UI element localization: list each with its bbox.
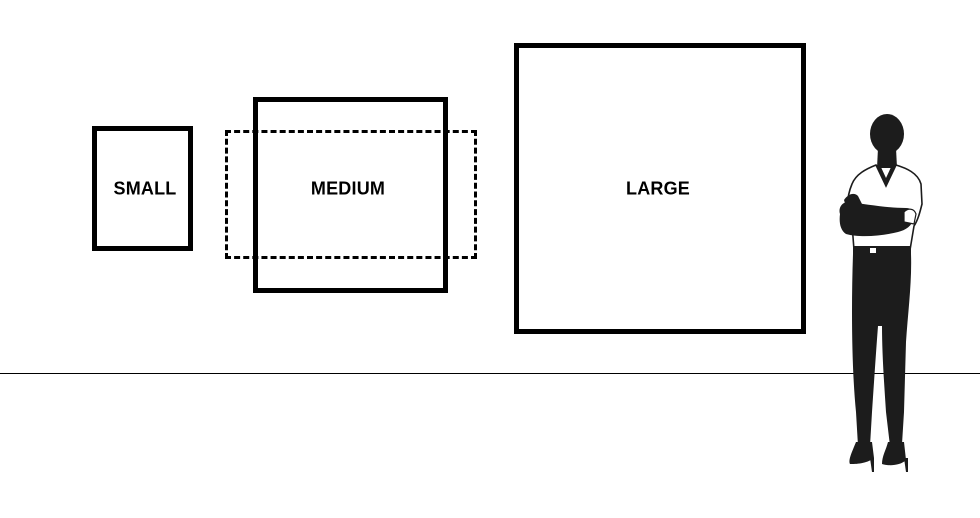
medium-frame [253,97,448,293]
large-label: LARGE [626,178,690,199]
large-frame [514,43,806,334]
medium-landscape-dashed-outline [225,130,477,259]
small-label: SMALL [113,178,177,199]
medium-label: MEDIUM [310,178,386,199]
person-silhouette-icon [839,114,923,472]
floor-line [0,373,980,374]
small-frame [92,126,193,251]
